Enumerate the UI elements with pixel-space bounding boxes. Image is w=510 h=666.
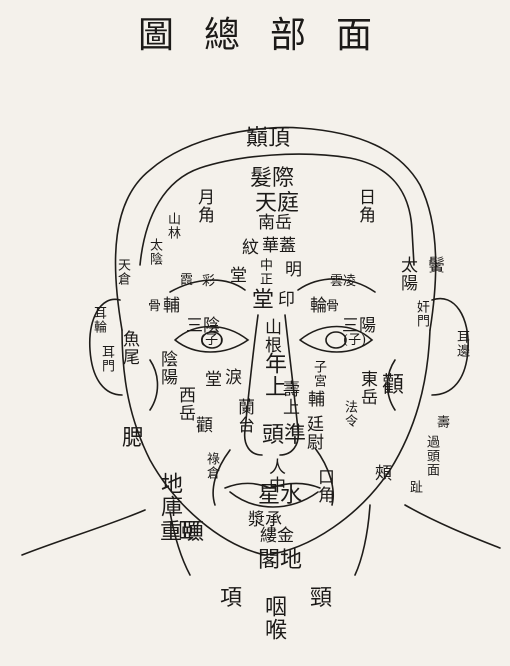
label-yan: 紋 bbox=[242, 240, 259, 257]
label-rijiao: 日角 bbox=[356, 188, 373, 224]
label-shangen: 山根 bbox=[262, 318, 279, 354]
label-tang-small: 堂 bbox=[230, 268, 247, 285]
label-zhongzheng: 中正 bbox=[258, 258, 271, 286]
label-bin: 鬢 bbox=[428, 258, 445, 275]
label-sai: 腮 bbox=[122, 428, 144, 450]
label-guotou: 過頭面 bbox=[425, 435, 438, 477]
label-tang: 堂 bbox=[252, 290, 274, 312]
label-taiyang: 太陽 bbox=[398, 256, 415, 292]
shoulder-right bbox=[405, 505, 500, 548]
label-yin: 印 bbox=[278, 292, 295, 309]
label-yuejiao: 月角 bbox=[195, 188, 212, 224]
label-tingwei: 廷尉 bbox=[304, 415, 321, 451]
label-erbian: 耳邊 bbox=[455, 330, 468, 358]
label-ming: 明 bbox=[285, 262, 302, 279]
label-shuixing: 水星 bbox=[258, 485, 302, 507]
label-shoushang: 壽上 bbox=[280, 380, 297, 416]
label-fuxiang: 輔 bbox=[163, 298, 180, 315]
label-quan-right: 顴 bbox=[382, 375, 404, 397]
label-jing: 頸 bbox=[310, 588, 332, 610]
label-faji: 際髮 bbox=[250, 168, 294, 190]
label-zhi: 趾 bbox=[408, 480, 421, 494]
label-lei: 淚 bbox=[225, 370, 242, 387]
label-lucang: 祿倉 bbox=[205, 452, 218, 480]
label-jinlu: 金縷 bbox=[260, 528, 294, 545]
label-shanlin: 山林 bbox=[166, 212, 179, 240]
label-yuwei: 魚尾 bbox=[120, 330, 137, 366]
label-lantai: 蘭台 bbox=[235, 398, 252, 434]
label-ermen: 耳門 bbox=[100, 345, 113, 373]
label-dingding: 頂巔 bbox=[246, 128, 290, 150]
label-cai: 彩 bbox=[202, 275, 215, 288]
label-child-left: (子) bbox=[200, 334, 223, 347]
label-zhongzheng-top: 岳南 bbox=[258, 215, 292, 232]
nose-line-left bbox=[245, 315, 262, 455]
label-ling-right: 凌雲 bbox=[330, 275, 356, 288]
label-xiyue: 西岳 bbox=[176, 386, 193, 422]
label-dige: 地閣 bbox=[258, 550, 302, 572]
label-quan-left: 顴 bbox=[196, 418, 213, 435]
label-shou: 壽 bbox=[435, 415, 448, 429]
label-erlun: 耳輪 bbox=[92, 306, 105, 334]
neck-right bbox=[355, 505, 370, 575]
label-taiyin: 太陰 bbox=[148, 238, 161, 266]
label-yi: 頤 bbox=[178, 522, 200, 544]
label-diku: 地庫 bbox=[158, 472, 180, 518]
label-zhuntou: 準頭 bbox=[262, 425, 306, 447]
label-fu-right: 輔 bbox=[305, 390, 322, 408]
label-lun: 輪 bbox=[310, 298, 327, 315]
label-yinyang: 陰陽 bbox=[158, 350, 175, 386]
shoulder-left bbox=[22, 510, 145, 555]
label-dongyue: 東岳 bbox=[358, 370, 375, 406]
label-ling-left: 霞 bbox=[180, 274, 193, 287]
label-tiancang: 天倉 bbox=[116, 258, 129, 286]
label-xiang: 項 bbox=[220, 588, 242, 610]
label-child-right: (子) bbox=[343, 334, 366, 347]
label-jia: 頰 bbox=[375, 466, 392, 483]
label-zigong: 子宮 bbox=[312, 360, 325, 388]
label-jianmen: 奸門 bbox=[415, 300, 428, 328]
label-gu: 骨 bbox=[148, 300, 161, 313]
label-yanhou: 咽喉 bbox=[262, 595, 284, 641]
label-huagai: 蓋華 bbox=[262, 238, 296, 255]
label-gu-right: 骨 bbox=[326, 300, 339, 313]
label-tianting: 庭天 bbox=[255, 193, 299, 215]
label-kou: 口角 bbox=[315, 468, 332, 504]
label-zitang: 堂 bbox=[205, 372, 222, 389]
label-faling: 法令 bbox=[343, 400, 356, 428]
